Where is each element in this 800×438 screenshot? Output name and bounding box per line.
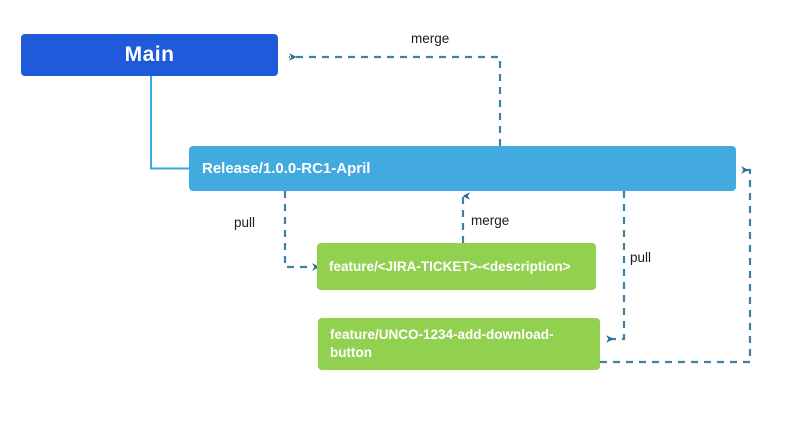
branch-node-release[interactable]: Release/1.0.0-RC1-April <box>189 146 736 191</box>
branch-node-release-label: Release/1.0.0-RC1-April <box>202 160 371 177</box>
branch-node-feature-template-label: feature/<JIRA-TICKET>-<description> <box>329 259 571 274</box>
branch-node-main[interactable]: Main <box>21 34 278 76</box>
edge-label-merge-top: merge <box>411 31 450 46</box>
edge-label-pull-left: pull <box>234 215 256 230</box>
wire-pull-release-to-feature-template <box>283 191 320 271</box>
branch-node-feature-unco-label-line2: button <box>330 345 372 360</box>
wire-pull-release-to-feature-unco <box>606 191 626 343</box>
branch-node-feature-template[interactable]: feature/<JIRA-TICKET>-<description> <box>317 243 596 290</box>
edge-label-merge-mid: merge <box>471 213 510 228</box>
edge-label-pull-right: pull <box>630 250 652 265</box>
branch-node-feature-unco-label: feature/UNCO-1234-add-download- button <box>330 326 554 362</box>
branch-node-feature-unco[interactable]: feature/UNCO-1234-add-download- button <box>318 318 600 370</box>
wire-main-to-release <box>150 76 192 170</box>
wire-merge-release-to-main <box>289 53 502 146</box>
wire-merge-feature-unco-to-release <box>600 166 752 364</box>
branch-node-main-label: Main <box>124 43 175 66</box>
branch-node-feature-unco-label-line1: feature/UNCO-1234-add-download- <box>330 327 554 343</box>
